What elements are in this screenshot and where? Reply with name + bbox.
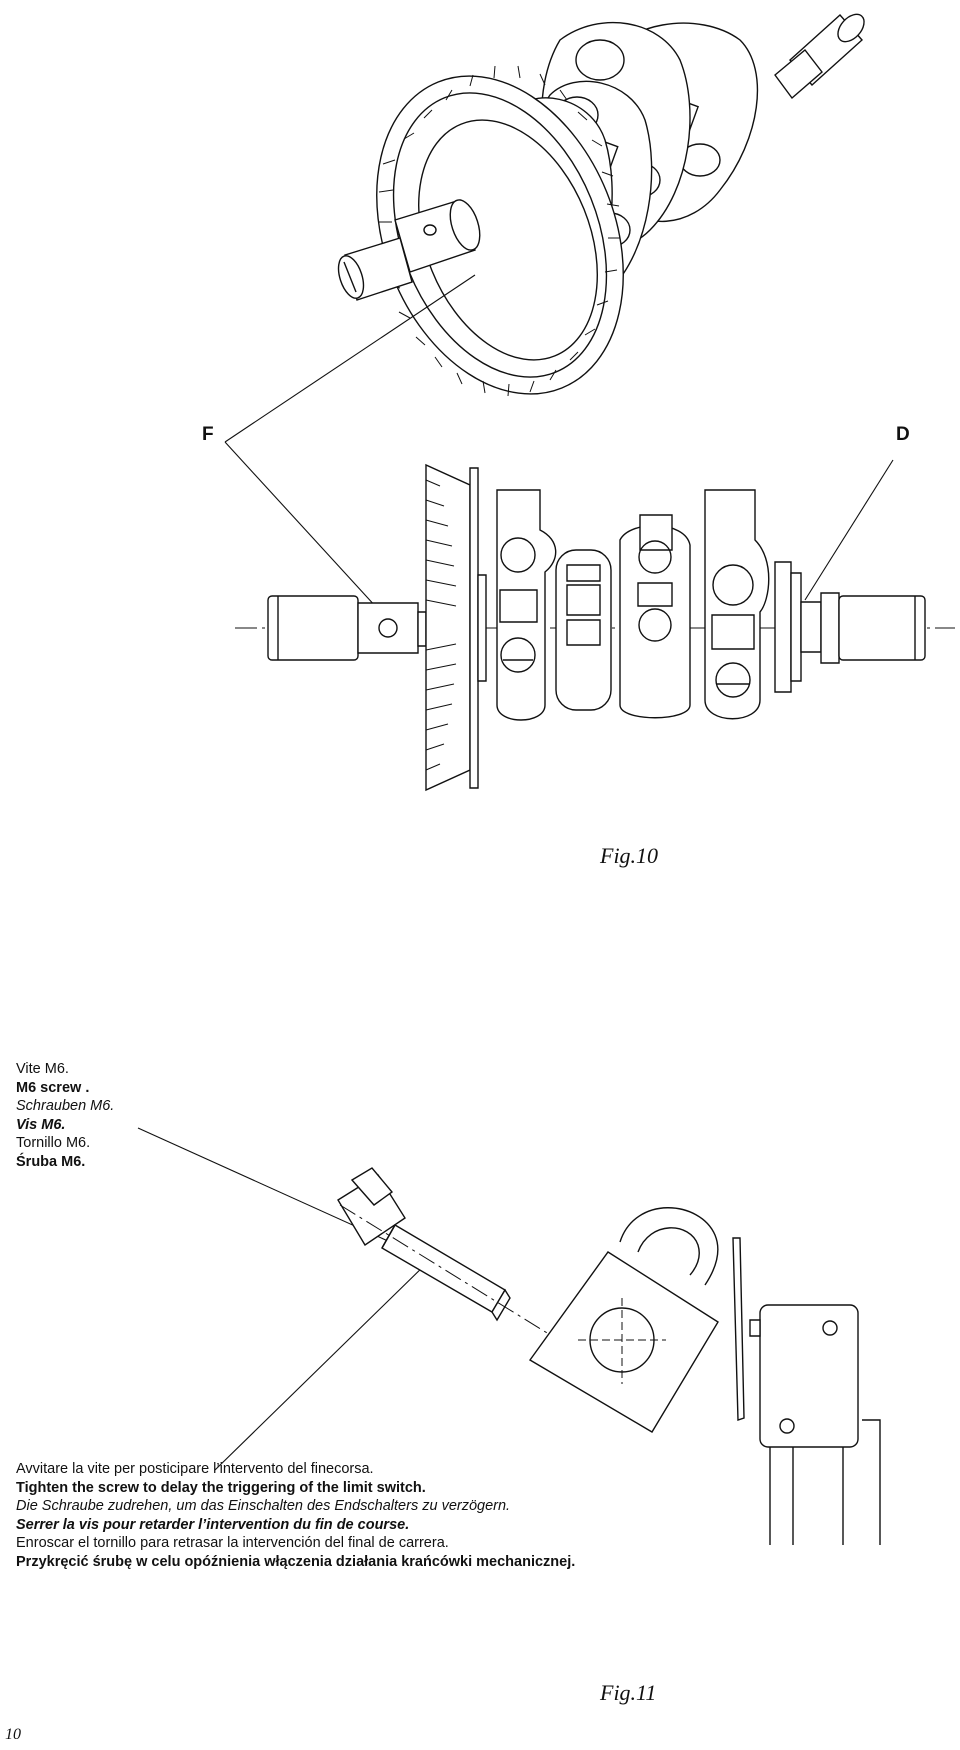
screw-label-block: Vite M6. M6 screw . Schrauben M6. Vis M6… xyxy=(16,1060,114,1171)
screw-label-pl: Śruba M6. xyxy=(16,1153,86,1170)
instruction-es: Enroscar el tornillo para retrasar la in… xyxy=(16,1535,449,1551)
instruction-pl: Przykręcić śrubę w celu opóźnienia włącz… xyxy=(16,1553,576,1570)
screw-label-de: Schrauben M6. xyxy=(16,1098,115,1114)
callout-label-d: D xyxy=(896,424,910,445)
fig10-caption: Fig.10 xyxy=(600,843,659,868)
instruction-it: Avvitare la vite per posticipare l’inter… xyxy=(16,1461,374,1477)
screw-label-fr: Vis M6. xyxy=(16,1116,66,1133)
page-number: 10 xyxy=(5,1726,21,1743)
instructions-block: Avvitare la vite per posticipare l’inter… xyxy=(16,1460,575,1571)
instruction-de: Die Schraube zudrehen, um das Einschalte… xyxy=(16,1498,511,1514)
instruction-en: Tighten the screw to delay the triggerin… xyxy=(16,1479,426,1496)
screw-label-en: M6 screw . xyxy=(16,1079,90,1096)
fig11-caption: Fig.11 xyxy=(600,1680,657,1705)
instruction-fr: Serrer la vis pour retarder l’interventi… xyxy=(16,1516,410,1533)
screw-label-it: Vite M6. xyxy=(16,1061,69,1077)
screw-label-es: Tornillo M6. xyxy=(16,1135,91,1151)
callout-label-f: F xyxy=(202,424,214,445)
